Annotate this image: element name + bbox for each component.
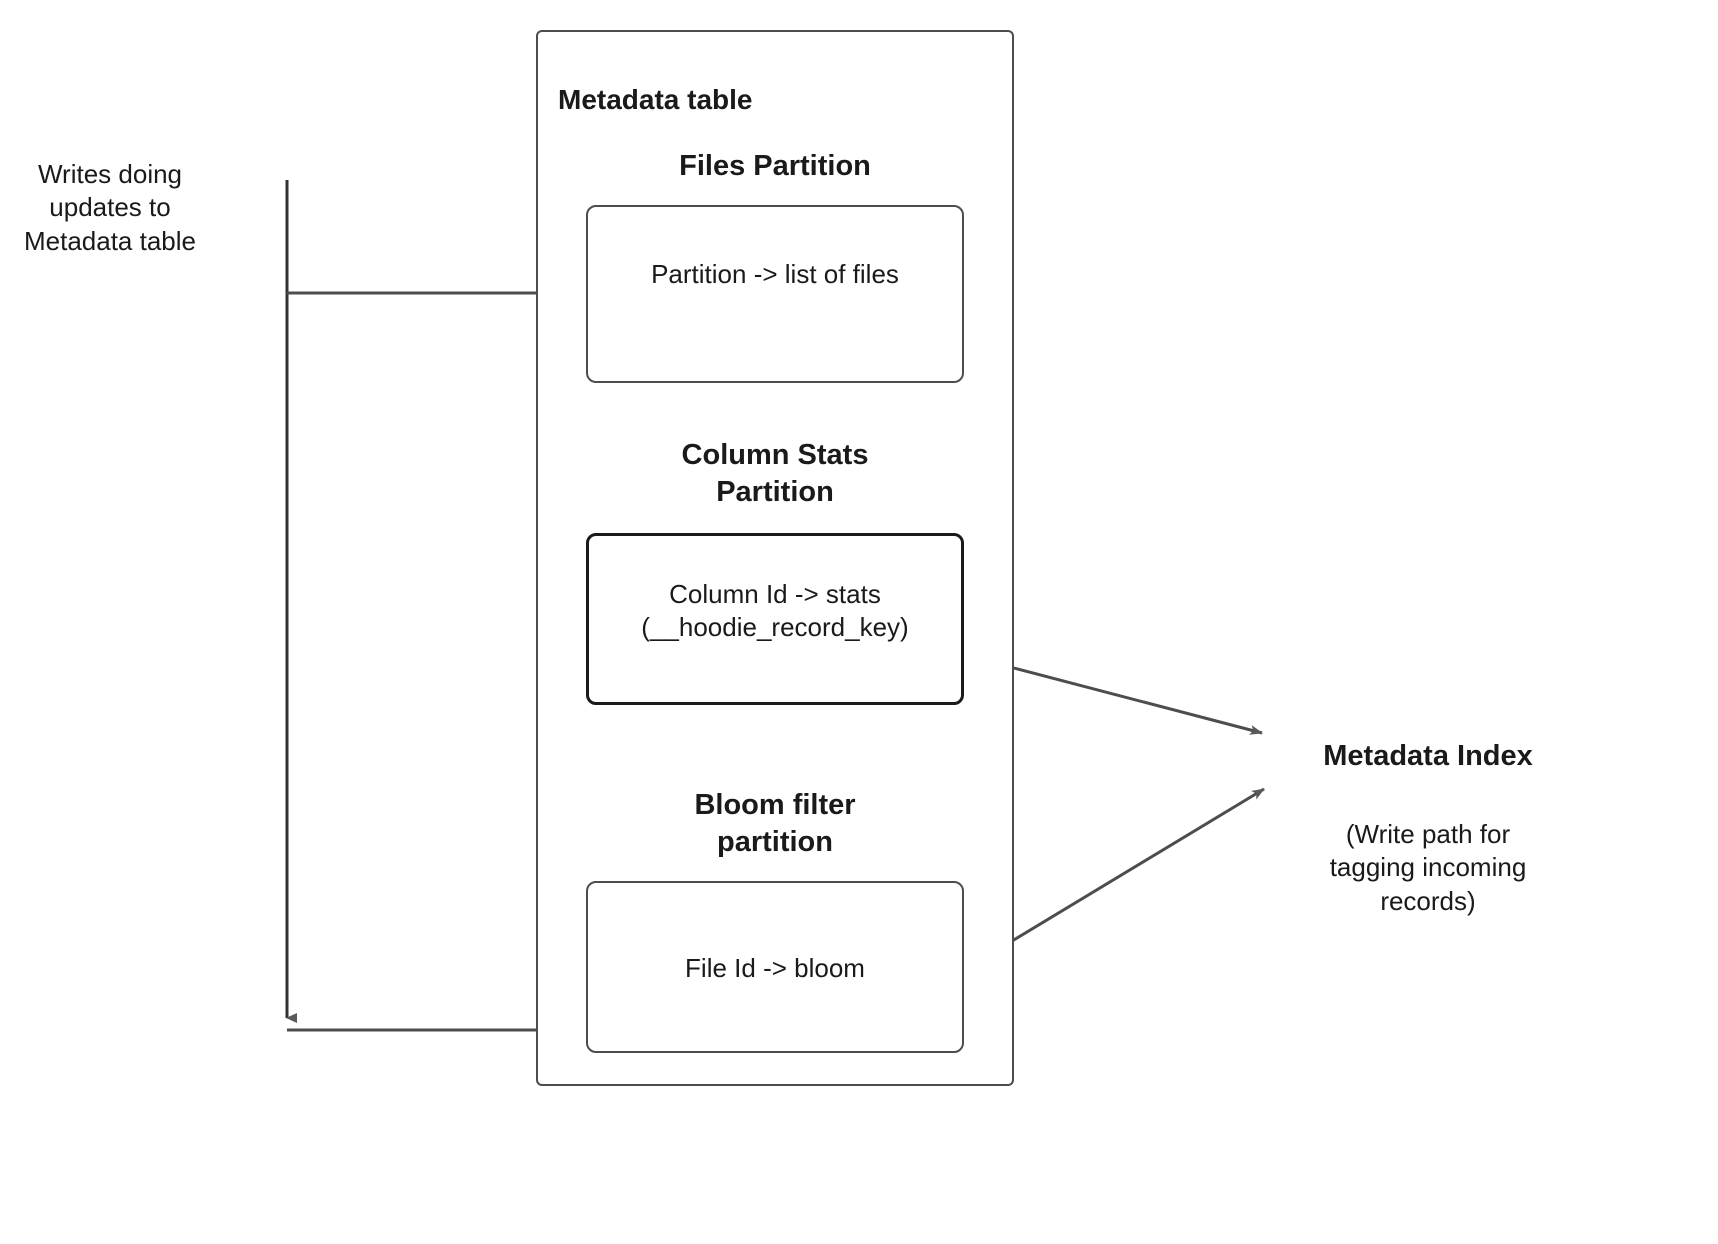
bloom-filter-partition-heading: Bloom filter partition: [694, 789, 856, 859]
bloom-filter-partition-box: [586, 881, 964, 1053]
column-stats-partition-box-text: Column Id -> stats (__hoodie_record_key): [641, 579, 909, 643]
writes-annotation-label: Writes doing updates to Metadata table: [23, 159, 196, 256]
column-stats-partition-heading: Column Stats Partition: [681, 439, 869, 509]
files-partition-heading: Files Partition: [679, 150, 871, 182]
bloom-filter-partition-box-text: File Id -> bloom: [685, 953, 865, 983]
metadata-index-label: Metadata Index: [1323, 740, 1533, 772]
files-partition-box: [586, 205, 964, 383]
metadata-index-sublabel: (Write path for tagging incoming records…: [1329, 819, 1527, 916]
column-stats-partition-box: [586, 533, 964, 705]
metadata-table-title: Metadata table: [558, 84, 753, 115]
files-partition-box-text: Partition -> list of files: [651, 259, 899, 289]
